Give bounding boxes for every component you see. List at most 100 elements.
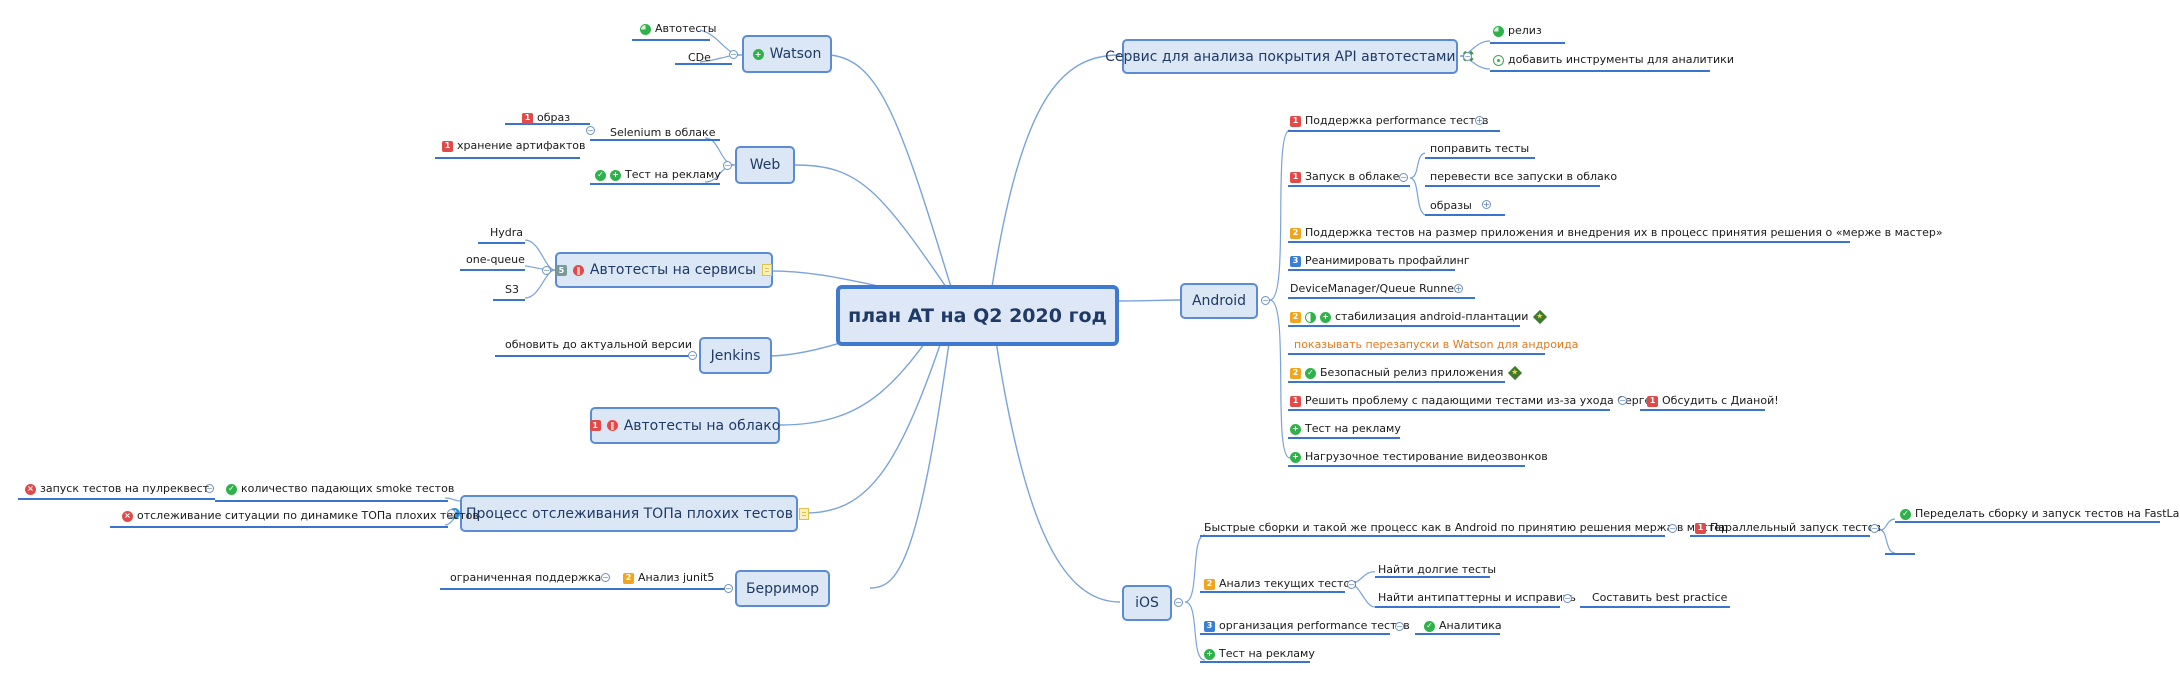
plus-icon: +	[1320, 311, 1331, 323]
subtopic-jenkins-update[interactable]: обновить до актуальной версии	[505, 338, 692, 352]
subtopic-release[interactable]: релиз	[1493, 24, 1542, 38]
ios-fast-builds[interactable]: Быстрые сборки и такой же процесс как в …	[1204, 521, 1728, 535]
priority-1-icon: 1	[1290, 115, 1301, 127]
topic-berrimor[interactable]: Берримор	[735, 570, 830, 607]
note-icon	[762, 264, 773, 276]
topic-jenkins[interactable]: Jenkins	[699, 337, 772, 374]
topic-cloud[interactable]: 1 ‖ Автотесты на облако	[589, 407, 780, 444]
android-size[interactable]: 2 Поддержка тестов на размер приложения …	[1290, 226, 1943, 240]
collapse-toggle[interactable]	[729, 50, 738, 59]
ios-fastlane[interactable]: ✓ Переделать сборку и запуск тестов на F…	[1900, 507, 2180, 521]
subtopic-label: хранение артифактов	[457, 139, 586, 152]
priority-1-icon: 1	[522, 112, 533, 124]
subtopic-autotests[interactable]: Автотесты	[640, 22, 716, 36]
subtopic-label: Selenium в облаке	[610, 126, 716, 139]
subtopic-s3[interactable]: S3	[505, 283, 519, 297]
android-profiling[interactable]: 3 Реанимировать профайлинг	[1290, 254, 1470, 268]
subtopic-one-queue[interactable]: one-queue	[466, 253, 525, 267]
subtopic-smoke[interactable]: ✓ количество падающих smoke тестов	[226, 482, 454, 496]
ios-perf[interactable]: 3 организация performance тестов	[1204, 619, 1410, 633]
topic-web-label: Web	[749, 157, 781, 173]
subtopic-label: one-queue	[466, 253, 525, 266]
android-cloud-images[interactable]: образы	[1430, 199, 1472, 213]
expand-toggle[interactable]	[1454, 284, 1463, 293]
subtopic-label: Параллельный запуск тестов	[1710, 521, 1881, 534]
ios-analysis[interactable]: 2 Анализ текущих тестов	[1204, 577, 1357, 591]
collapse-toggle[interactable]	[1399, 173, 1408, 182]
android-device-manager[interactable]: DeviceManager/Queue Runner	[1290, 282, 1459, 296]
topic-web[interactable]: Web	[735, 146, 795, 184]
android-perf[interactable]: 1 Поддержка performance тестов	[1290, 114, 1489, 128]
subtopic-analytics-tools[interactable]: добавить инструменты для аналитики	[1493, 53, 1734, 67]
collapse-toggle[interactable]	[1618, 396, 1627, 405]
expand-toggle[interactable]	[1482, 200, 1491, 209]
topic-watson[interactable]: + Watson	[742, 35, 832, 73]
subtopic-junit[interactable]: 2 Анализ junit5	[623, 571, 714, 585]
topic-ios[interactable]: iOS	[1122, 585, 1172, 621]
android-stabilization[interactable]: 2 + стабилизация android-плантации ★	[1290, 309, 1548, 325]
subtopic-label: Решить проблему с падающими тестами из-з…	[1305, 394, 1658, 407]
subtopic-label: добавить инструменты для аналитики	[1508, 53, 1734, 66]
priority-2-icon: 2	[1204, 578, 1215, 590]
collapse-toggle[interactable]	[447, 509, 456, 518]
subtopic-label: Анализ junit5	[638, 571, 715, 584]
collapse-toggle[interactable]	[1261, 296, 1270, 305]
collapse-toggle[interactable]	[1668, 524, 1677, 533]
subtopic-label: DeviceManager/Queue Runner	[1290, 282, 1459, 295]
ios-antipatterns[interactable]: Найти антипаттерны и исправить	[1378, 591, 1576, 605]
android-falling-tests[interactable]: 1 Решить проблему с падающими тестами из…	[1290, 394, 1658, 408]
collapse-toggle[interactable]	[586, 126, 595, 135]
collapse-toggle[interactable]	[723, 161, 732, 170]
priority-5-icon: 5	[555, 264, 567, 276]
collapse-toggle[interactable]	[1395, 622, 1404, 631]
collapse-toggle[interactable]	[205, 484, 214, 493]
ios-long-tests[interactable]: Найти долгие тесты	[1378, 563, 1496, 577]
root-topic[interactable]: план AT на Q2 2020 год	[836, 285, 1119, 346]
priority-2-icon: 2	[1290, 311, 1301, 323]
collapse-toggle[interactable]	[542, 266, 551, 275]
expand-toggle[interactable]	[1475, 116, 1484, 125]
subtopic-label: Найти антипаттерны и исправить	[1378, 591, 1576, 604]
topic-top-bad-tests[interactable]: ? Процесс отслеживания ТОПа плохих тесто…	[449, 495, 809, 532]
progress-empty-icon	[1493, 54, 1504, 66]
subtopic-dynamics[interactable]: × отслеживание ситуации по динамике ТОПа…	[122, 509, 479, 523]
subtopic-web-ads[interactable]: ✓ + Тест на рекламу	[595, 168, 721, 182]
android-cloud-fix[interactable]: поправить тесты	[1430, 142, 1529, 156]
collapse-toggle[interactable]	[1174, 598, 1183, 607]
collapse-toggle[interactable]	[601, 573, 610, 582]
ios-best-practice[interactable]: Составить best practice	[1592, 591, 1727, 605]
topic-services-label: Автотесты на сервисы	[589, 262, 757, 278]
subtopic-hranenie[interactable]: 1 хранение артифактов	[442, 139, 586, 153]
collapse-toggle[interactable]	[724, 584, 733, 593]
subtopic-selenium[interactable]: Selenium в облаке	[610, 126, 715, 140]
subtopic-cde[interactable]: CDe	[688, 51, 711, 65]
subtopic-obraz[interactable]: 1 образ	[522, 111, 570, 125]
android-cloud[interactable]: 1 Запуск в облаке	[1290, 170, 1399, 184]
subtopic-label: Аналитика	[1439, 619, 1502, 632]
subtopic-hydra[interactable]: Hydra	[490, 226, 523, 240]
android-safe-release[interactable]: 2 ✓ Безопасный релиз приложения ★	[1290, 365, 1523, 381]
collapse-toggle[interactable]	[1563, 594, 1572, 603]
collapse-toggle[interactable]	[688, 351, 697, 360]
ios-ads[interactable]: + Тест на рекламу	[1204, 647, 1315, 661]
subtopic-label: Тест на рекламу	[1219, 647, 1315, 660]
android-cloud-move[interactable]: перевести все запуски в облако	[1430, 170, 1617, 184]
topic-android[interactable]: Android	[1180, 283, 1258, 319]
collapse-toggle[interactable]	[1463, 52, 1472, 61]
cross-icon: ×	[25, 483, 36, 495]
ios-parallel[interactable]: 1 Параллельный запуск тестов	[1695, 521, 1881, 535]
ios-analytics[interactable]: ✓ Аналитика	[1424, 619, 1502, 633]
collapse-toggle[interactable]	[1347, 580, 1356, 589]
topic-services[interactable]: 5 ‖ Автотесты на сервисы	[555, 252, 773, 288]
collapse-toggle[interactable]	[1870, 524, 1879, 533]
subtopic-pullrequest[interactable]: × запуск тестов на пулреквест	[25, 482, 209, 496]
android-watson-restarts[interactable]: показывать перезапуски в Watson для андр…	[1294, 338, 1578, 352]
android-discuss[interactable]: 1 Обсудить с Дианой!	[1647, 394, 1779, 408]
subtopic-limited[interactable]: ограниченная поддержка	[450, 571, 601, 585]
android-load[interactable]: + Нагрузочное тестирование видеозвонков	[1290, 450, 1548, 464]
android-ads[interactable]: + Тест на рекламу	[1290, 422, 1401, 436]
subtopic-label: ограниченная поддержка	[450, 571, 602, 584]
topic-api-coverage[interactable]: Сервис для анализа покрытия API автотест…	[1105, 39, 1475, 74]
subtopic-label: поправить тесты	[1430, 142, 1530, 155]
